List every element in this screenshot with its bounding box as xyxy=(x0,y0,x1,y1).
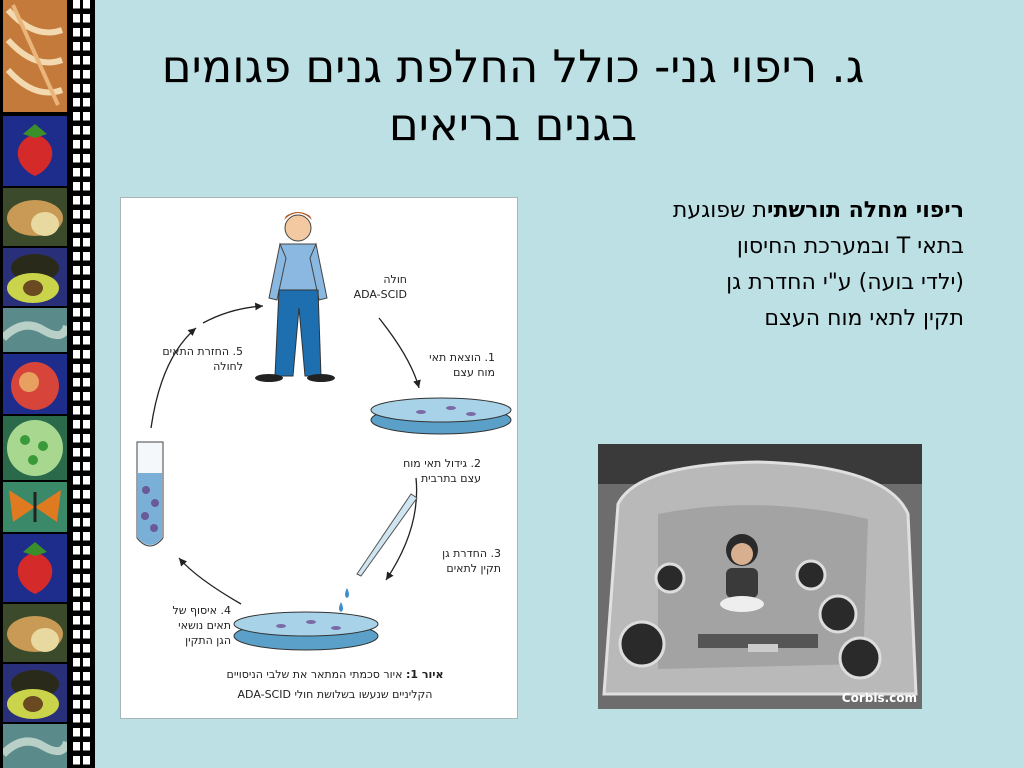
title-line-1: ג. ריפוי גני- כולל החלפת גנים פגומים xyxy=(161,40,865,93)
step-4c-text: הגן התקין xyxy=(185,634,231,647)
caption-line-1: איור 1: איור סכמתי המתאר את שלבי הניסויי… xyxy=(161,665,509,685)
description-line-2: בתאי T ובמערכת החיסון xyxy=(736,234,964,259)
caption-bold: איור 1: xyxy=(405,668,444,681)
film-perforation-right xyxy=(83,0,90,768)
slide-title: ג. ריפוי גני- כולל החלפת גנים פגומים בגנ… xyxy=(100,38,926,154)
arrow-4 xyxy=(178,557,242,605)
step-1-label: 1. הוצאת תאי מוח עצם xyxy=(385,350,495,380)
strawberry-image xyxy=(3,116,67,186)
pipette xyxy=(339,493,418,612)
avocado-image xyxy=(3,248,67,306)
petri-dish-1 xyxy=(370,397,512,435)
description-text: ריפוי מחלה תורשתית שפוגעת בתאי T ובמערכת… xyxy=(540,193,964,337)
apple-image xyxy=(3,354,67,414)
step-5b-text: לחולה xyxy=(213,360,243,373)
gene-therapy-diagram: חולה ADA-SCID 1. הוצאת תאי מוח עצם 2. גי… xyxy=(120,197,518,719)
description-rest: ת שפוגעת xyxy=(672,198,767,223)
dna-image xyxy=(3,0,67,112)
step-1-text: 1. הוצאת תאי xyxy=(429,351,495,364)
patient-label: חולה ADA-SCID xyxy=(317,272,407,302)
step-1b-text: מוח עצם xyxy=(453,366,495,379)
film-perforation-left xyxy=(73,0,80,768)
caption-line-2: הקליניים שנעשו בשלושת חולי ADA-SCID xyxy=(237,688,433,701)
step-3-label: 3. החדרת גן תקין לתאים xyxy=(401,546,501,576)
cells-image xyxy=(3,416,67,480)
step-5-text: 5. החזרת התאים xyxy=(162,345,243,358)
step-5-label: 5. החזרת התאים לחולה xyxy=(131,344,243,374)
film-strip xyxy=(0,0,95,768)
arrow-1 xyxy=(378,317,421,389)
petri-dish-2 xyxy=(233,611,379,651)
step-4-text: 4. איסוף של xyxy=(172,604,231,617)
step-4-label: 4. איסוף של תאים נושאי הגן התקין xyxy=(139,603,231,648)
step-3-text: 3. החדרת גן xyxy=(442,547,501,560)
arrow-3 xyxy=(385,477,418,581)
description-line-4: תקין לתאי מוח העצם xyxy=(764,306,964,331)
strawberry-image-2 xyxy=(3,534,67,602)
caption-line-1-text: איור סכמתי המתאר את שלבי הניסויים xyxy=(226,668,406,681)
avocado-image-2 xyxy=(3,664,67,722)
title-line-2: בגנים בריאים xyxy=(388,98,638,151)
diagram-graphics xyxy=(136,212,512,651)
step-2-text: 2. גידול תאי מוח xyxy=(403,457,481,470)
arrow-5b xyxy=(202,302,264,324)
photo-graphics xyxy=(598,444,922,709)
arrow-5 xyxy=(150,327,197,429)
diagram-caption: איור 1: איור סכמתי המתאר את שלבי הניסויי… xyxy=(161,665,509,705)
worm-image xyxy=(3,308,67,352)
description-bold: ריפוי מחלה תורשתי xyxy=(766,198,964,223)
description-line-3: (ילדי בועה) ע"י החדרת גן xyxy=(726,270,964,295)
bubble-child-photo: Corbis.com xyxy=(598,444,922,709)
description-line-1: ריפוי מחלה תורשתית שפוגעת xyxy=(540,193,964,229)
patient-figure xyxy=(255,212,335,382)
photo-credit: Corbis.com xyxy=(841,691,917,705)
worm-image-2 xyxy=(3,724,67,768)
test-tube xyxy=(136,441,164,547)
patient-sublabel-text: ADA-SCID xyxy=(353,288,407,301)
step-2b-text: עצם בתרבית xyxy=(420,472,481,485)
step-4b-text: תאים נושאי xyxy=(178,619,231,632)
patient-label-text: חולה xyxy=(383,273,407,286)
bread-image-2 xyxy=(3,604,67,662)
step-2-label: 2. גידול תאי מוח עצם בתרבית xyxy=(361,456,481,486)
step-3b-text: תקין לתאים xyxy=(446,562,501,575)
butterfly-image xyxy=(3,482,67,532)
bread-image xyxy=(3,188,67,246)
